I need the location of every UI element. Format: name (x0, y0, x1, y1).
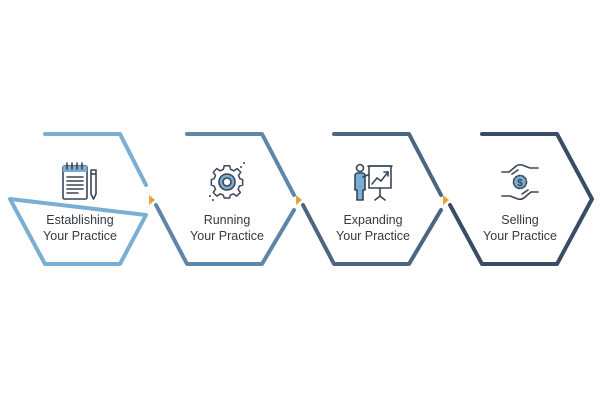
hexagon-frame-expanding (301, 132, 443, 266)
step-label-line2: Your Practice (190, 229, 264, 243)
step-label-line2: Your Practice (483, 229, 557, 243)
step-label: Selling Your Practice (460, 212, 580, 244)
arrow-right-icon (149, 195, 155, 205)
step-expanding: Expanding Your Practice (313, 158, 433, 254)
gear-icon (209, 162, 245, 201)
step-label: Running Your Practice (167, 212, 287, 244)
step-establishing: Establishing Your Practice (20, 158, 140, 254)
hexagon-frame-running (154, 132, 296, 266)
hands-dollar-icon: $ (501, 163, 539, 201)
step-selling: $ Selling Your Practice (460, 158, 580, 254)
hexagon-frame-selling (448, 132, 594, 266)
step-label-line2: Your Practice (336, 229, 410, 243)
step-label-line1: Running (203, 213, 251, 227)
step-label-line1: Selling (501, 213, 539, 227)
hexagon-frame-establishing (8, 132, 148, 266)
step-label-line1: Expanding (343, 213, 403, 227)
step-label-line2: Your Practice (43, 229, 117, 243)
step-running: Running Your Practice (167, 158, 287, 254)
presenter-chart-icon (354, 163, 393, 201)
notepad-pencil-icon (62, 162, 97, 200)
dollar-sign: $ (517, 178, 523, 189)
step-label: Expanding Your Practice (313, 212, 433, 244)
arrow-right-icon (443, 195, 449, 205)
step-label-line1: Establishing (46, 213, 114, 227)
arrow-right-icon (296, 195, 302, 205)
step-label: Establishing Your Practice (20, 212, 140, 244)
